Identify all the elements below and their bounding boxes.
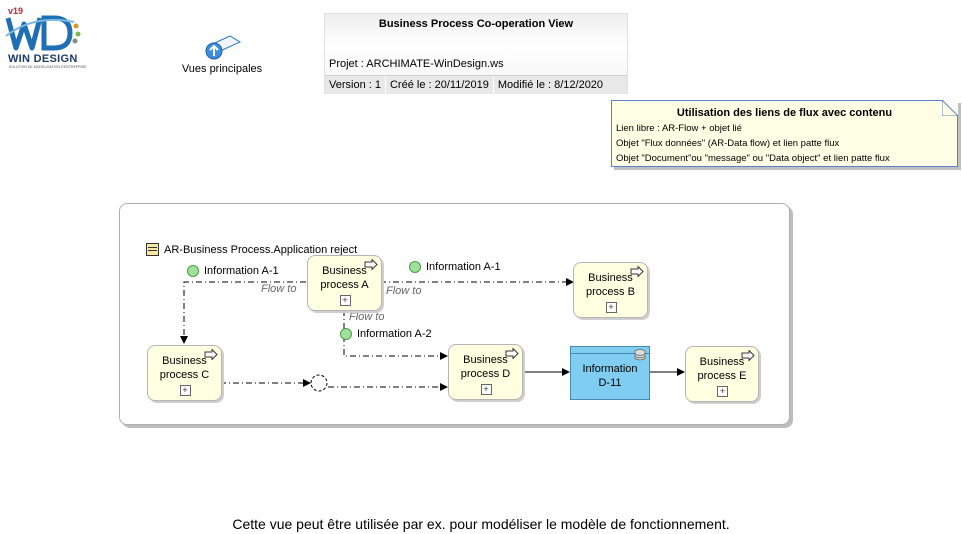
note-line-data-flow: Objet "Flux données" (AR-Data flow) et l…	[616, 138, 840, 149]
modified-date: Modifié le : 8/12/2020	[497, 79, 604, 91]
information-icon	[340, 328, 352, 340]
info-a2-label: Information A-2	[357, 328, 432, 340]
main-views-link[interactable]: Vues principales	[172, 32, 272, 80]
flow-a-to-c	[180, 281, 306, 344]
view-title: Business Process Co-operation View	[378, 18, 574, 30]
note-title: Utilisation des liens de flux avec conte…	[676, 107, 893, 119]
information-icon	[409, 261, 421, 273]
windesign-logo: v19 WIN DESIGN SOLUTION DE MODELISATION …	[4, 6, 87, 69]
process-arrow-icon	[364, 259, 378, 270]
group-icon	[146, 243, 159, 256]
project-name: Projet : ARCHIMATE-WinDesign.ws	[329, 58, 504, 70]
database-icon	[634, 349, 646, 361]
created-date: Créé le : 20/11/2019	[386, 76, 494, 94]
info-a1-right-label: Information A-1	[426, 261, 501, 273]
flow-usage-note[interactable]: Utilisation des liens de flux avec conte…	[611, 100, 958, 167]
flow-label-a-to-c: Flow to	[261, 283, 297, 295]
logo-tagline: SOLUTION DE MODELISATION D'ENTREPRISE	[9, 65, 87, 69]
group-header[interactable]: AR-Business Process.Application reject	[146, 243, 357, 256]
version-field: Version : 1	[325, 76, 386, 94]
note-line-free-link: Lien libre : AR-Flow + objet lié	[616, 123, 742, 134]
logo-brand: WIN DESIGN	[8, 53, 78, 65]
info-a1-left[interactable]: Information A-1	[187, 265, 279, 277]
information-icon	[187, 265, 199, 277]
view-metadata: Version : 1 Créé le : 20/11/2019 Modifié…	[325, 75, 627, 94]
process-arrow-icon	[505, 348, 519, 359]
info-a1-right[interactable]: Information A-1	[409, 261, 501, 273]
note-fold-icon	[942, 100, 958, 116]
logo-version: v19	[8, 6, 24, 16]
view-header: Business Process Co-operation View Proje…	[324, 13, 628, 94]
process-arrow-icon	[630, 266, 644, 277]
flow-label-a-to-d: Flow to	[349, 311, 385, 323]
flow-a-to-d	[343, 310, 448, 360]
expand-plus-icon[interactable]: +	[179, 385, 191, 396]
process-arrow-icon	[204, 349, 218, 360]
logo-mark-icon	[5, 15, 81, 51]
info-a2[interactable]: Information A-2	[340, 328, 432, 340]
expand-plus-icon[interactable]: +	[717, 386, 728, 397]
flow-junction	[310, 374, 328, 392]
expand-plus-icon[interactable]: +	[339, 295, 351, 306]
info-a1-left-label: Information A-1	[204, 265, 279, 277]
note-line-document: Objet "Document"ou "message" ou "Data ob…	[616, 153, 890, 164]
views-navigation-icon	[205, 35, 242, 60]
expand-plus-icon[interactable]: +	[480, 384, 492, 395]
process-arrow-icon	[741, 350, 755, 361]
view-caption: Cette vue peut être utilisée par ex. pou…	[232, 516, 730, 532]
flow-label-a-to-b: Flow to	[386, 285, 422, 297]
main-views-label: Vues principales	[181, 63, 263, 75]
group-label: AR-Business Process.Application reject	[164, 243, 358, 256]
expand-plus-icon[interactable]: +	[605, 302, 617, 313]
